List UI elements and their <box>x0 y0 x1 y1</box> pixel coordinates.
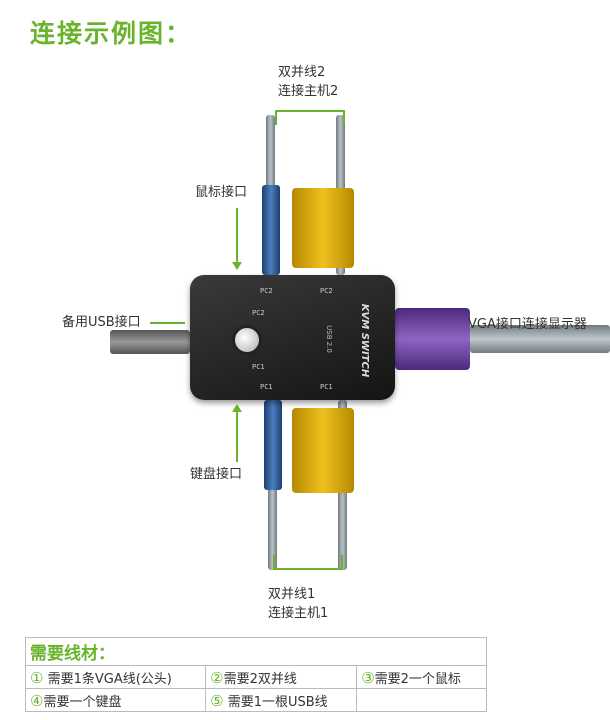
bracket <box>273 568 343 570</box>
item-number: ④ <box>30 691 44 710</box>
pc2-cable-label: 双并线2 连接主机2 <box>278 63 338 101</box>
bracket <box>275 110 345 112</box>
material-item: ① 需要1条VGA线(公头) <box>24 665 207 689</box>
materials-table: 需要线材： ① 需要1条VGA线(公头) ②需要2双并线 ③需要2一个鼠标 ④需… <box>24 637 487 712</box>
arrow-up-icon <box>232 404 242 412</box>
usb-port-label: 备用USB接口 <box>62 315 141 330</box>
brand-label: KVM SWITCH <box>359 303 371 378</box>
vga-plug-pc1 <box>292 408 354 493</box>
keyboard-port-label: 键盘接口 <box>190 467 243 482</box>
bracket <box>343 110 345 125</box>
item-number: ① <box>30 668 44 687</box>
vga-monitor-plug <box>395 308 470 370</box>
item-text: 需要一个键盘 <box>43 694 122 710</box>
vga-port-label: VGA接口连接显示器 <box>468 317 587 332</box>
vga-monitor-cable <box>470 325 610 353</box>
led-label: PC2 <box>252 309 265 317</box>
material-item: ②需要2双并线 <box>205 665 358 689</box>
arrow-line <box>236 412 238 462</box>
arrow-line <box>236 208 238 263</box>
port-label: PC1 <box>320 383 333 391</box>
bracket <box>341 555 343 570</box>
material-item: ④需要一个键盘 <box>24 688 207 712</box>
led-label: PC1 <box>252 363 265 371</box>
port-label: PC2 <box>260 287 273 295</box>
material-item: ③需要2一个鼠标 <box>356 665 487 689</box>
switch-button[interactable] <box>232 325 262 355</box>
port-label: PC2 <box>320 287 333 295</box>
label-line: 连接主机1 <box>268 606 329 621</box>
bracket <box>275 110 277 125</box>
mouse-port-label: 鼠标接口 <box>195 185 248 200</box>
mouse-plug <box>262 185 280 275</box>
port-label: PC1 <box>260 383 273 391</box>
empty-cell <box>356 688 487 712</box>
label-line: 双并线2 <box>278 65 326 80</box>
usb-cable <box>110 330 190 354</box>
label-line: 双并线1 <box>268 587 316 602</box>
item-number: ③ <box>361 668 375 687</box>
pc1-cable-label: 双并线1 连接主机1 <box>268 585 328 623</box>
item-text: 需要1条VGA线(公头) <box>47 671 172 687</box>
arrow-down-icon <box>232 262 242 270</box>
item-text: 需要2双并线 <box>223 671 297 687</box>
item-text: 需要2一个鼠标 <box>374 671 461 687</box>
material-item: ⑤ 需要1一根USB线 <box>205 688 358 712</box>
item-text: 需要1一根USB线 <box>227 694 328 710</box>
keyboard-plug <box>264 400 282 490</box>
item-number: ② <box>210 668 224 687</box>
arrow-line <box>150 322 185 324</box>
vga-plug-pc2 <box>292 188 354 268</box>
materials-heading: 需要线材： <box>25 637 487 666</box>
version-label: USB 2.0 <box>324 325 333 353</box>
bracket <box>273 555 275 570</box>
page-title: 连接示例图： <box>30 19 193 48</box>
kvm-switch-device: PC2 PC2 PC1 PC1 PC2 PC1 KVM SWITCH USB 2… <box>190 275 395 400</box>
item-number: ⑤ <box>210 691 224 710</box>
label-line: 连接主机2 <box>278 84 339 99</box>
